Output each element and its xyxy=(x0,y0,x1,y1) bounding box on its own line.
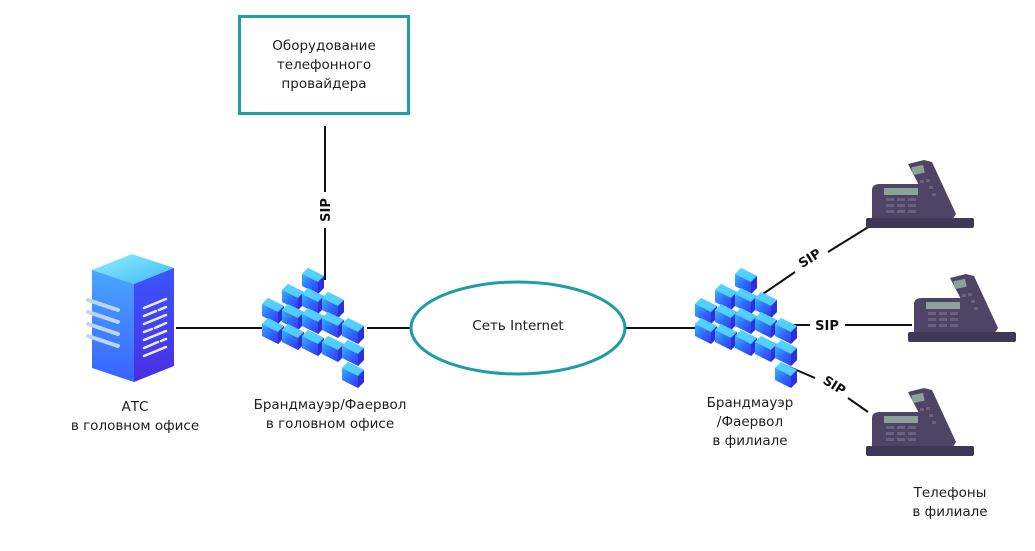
provider-equipment-box: Оборудование телефонного провайдера xyxy=(238,15,410,115)
phones-label-line-1: Телефоны xyxy=(913,485,987,501)
sip-label-phone1: SIP xyxy=(796,246,824,271)
sip-label-phone2: SIP xyxy=(815,319,839,334)
firewall-main-label-line-2: в головном офисе xyxy=(265,416,395,432)
provider-label-line-3: провайдера xyxy=(281,75,367,92)
pbx-label: АТС в головном офисе xyxy=(50,398,220,436)
provider-label-line-1: Оборудование xyxy=(272,37,376,54)
firewall-branch-icon xyxy=(695,268,797,388)
pbx-server-icon xyxy=(86,254,174,382)
internet-ellipse xyxy=(409,280,627,376)
connections xyxy=(176,126,912,413)
phones-label-line-2: в филиале xyxy=(912,504,988,520)
internet-label: Сеть Internet xyxy=(472,318,564,334)
phone1-link-b xyxy=(827,225,871,253)
sip-label-provider: SIP xyxy=(319,198,334,222)
pbx-label-line-2: в головном офисе xyxy=(70,418,200,434)
firewall-branch-label-line-3: в филиале xyxy=(712,433,788,449)
firewall-main-label-line-1: Брандмауэр/Фаервол xyxy=(253,397,407,413)
firewall-main-label: Брандмауэр/Фаервол в головном офисе xyxy=(230,396,430,434)
firewall-branch-label: Брандмауэр /Фаервол в филиале xyxy=(690,394,810,451)
branch-phone-1-icon xyxy=(866,160,974,228)
pbx-label-line-1: АТС xyxy=(121,399,149,415)
firewall-branch-label-line-2: /Фаервол xyxy=(716,414,784,430)
branch-phone-2-icon xyxy=(908,274,1016,342)
phones-label: Телефоны в филиале xyxy=(895,484,1005,522)
sip-label-phone3: SIP xyxy=(820,373,848,398)
branch-phone-3-icon xyxy=(866,388,974,456)
provider-label-line-2: телефонного xyxy=(276,56,372,73)
firewall-branch-label-line-1: Брандмауэр xyxy=(706,395,794,411)
phone1-link-a xyxy=(759,271,796,297)
firewall-main-icon xyxy=(262,268,364,388)
phone3-link-b xyxy=(847,397,869,413)
